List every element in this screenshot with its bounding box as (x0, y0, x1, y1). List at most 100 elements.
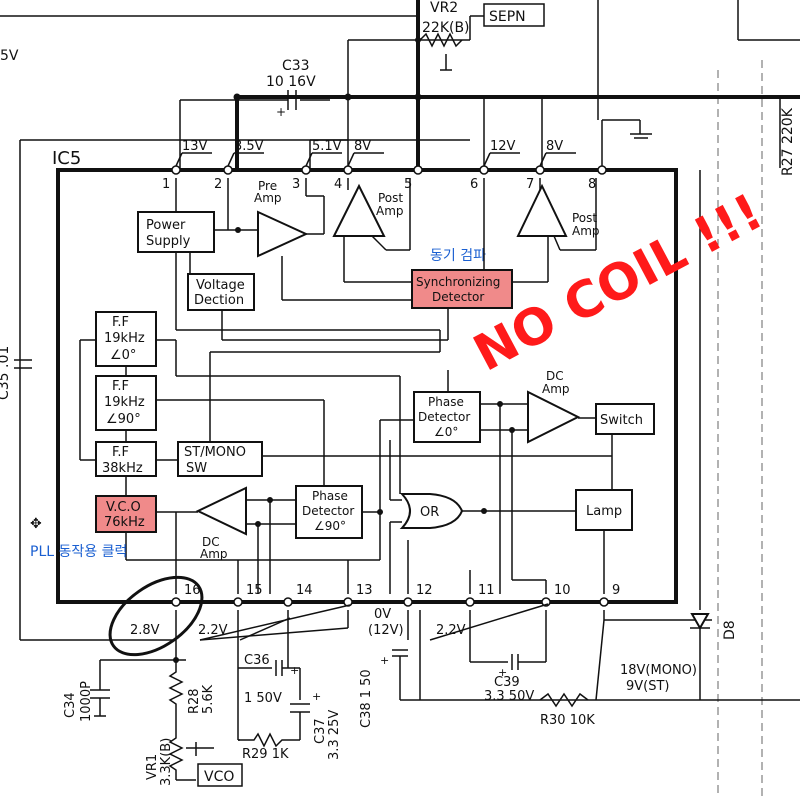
pin-number-11: 11 (478, 583, 495, 598)
pin-6 (479, 165, 489, 175)
svg-text:+: + (498, 666, 507, 679)
c38-label: C38 1 50 (359, 669, 374, 728)
r28-label: R285.6K (187, 684, 216, 714)
left-voltage-label: 5V (0, 48, 19, 64)
or-gate-block: OR (399, 493, 464, 529)
bottom-external-wiring (90, 170, 800, 781)
pin-number-3: 3 (292, 177, 300, 192)
switch-block: Switch (595, 403, 655, 435)
r30-label: R30 10K (540, 713, 595, 728)
voltage-arrows (199, 603, 549, 641)
sync-annotation: 동기 검파 (430, 248, 486, 264)
pin-number-7: 7 (526, 177, 534, 192)
c34-label: C341000P (63, 681, 94, 722)
pin-7 (535, 165, 545, 175)
ic5-label: IC5 (52, 148, 81, 169)
internal-wiring (79, 178, 613, 594)
svg-text:+: + (290, 664, 299, 677)
pin-number-13: 13 (356, 583, 373, 598)
pin-4 (343, 165, 353, 175)
pin-voltage-4: 8V (354, 139, 371, 154)
cursor-icon: ✥ (30, 516, 42, 532)
mono-st-label: 18V(MONO)9V(ST) (620, 663, 697, 694)
svg-text:Lamp: Lamp (586, 504, 622, 519)
pin-voltage-3: 5.1V (312, 139, 342, 154)
vr1-label: VR13.3K(B) (145, 738, 174, 786)
board-boundary (597, 0, 800, 797)
pin-number-1: 1 (162, 177, 170, 192)
r29-label: R29 1K (242, 747, 289, 762)
svg-text:+: + (276, 105, 286, 119)
pin-8 (597, 165, 607, 175)
pin-number-14: 14 (296, 583, 313, 598)
svg-text:+: + (380, 654, 389, 667)
pin15-voltage: 2.2V (198, 623, 228, 638)
pin-15 (233, 597, 243, 607)
pin12-voltage: 0V(12V) (368, 607, 404, 638)
pin16-voltage: 2.8V (130, 623, 160, 638)
pin-number-4: 4 (334, 177, 342, 192)
pin-9 (599, 597, 609, 607)
ic5-package (56, 168, 678, 604)
left-capacitor (14, 359, 32, 369)
pin-number-2: 2 (214, 177, 222, 192)
vco-testpoint-label: VCO (204, 769, 234, 785)
pin-voltage-2: 3.5V (234, 139, 264, 154)
pin-number-6: 6 (470, 177, 478, 192)
pin11-voltage: 2.2V (436, 623, 466, 638)
pin-5 (413, 165, 423, 175)
junction-dots (173, 37, 515, 663)
r27-label: R27 220K (780, 107, 796, 176)
bottom-cap-symbols: + + + + (290, 654, 507, 703)
pin-number-12: 12 (416, 583, 433, 598)
pin16-highlight-ellipse (108, 575, 204, 657)
c37-label: C373.3 25V (313, 710, 342, 760)
vco-testpoint-box (197, 763, 243, 787)
pin-12 (403, 597, 413, 607)
pin-3 (301, 165, 311, 175)
pin-number-8: 8 (588, 177, 596, 192)
pin-11 (465, 597, 475, 607)
pin-16 (171, 597, 181, 607)
pin-voltage-1: 13V (182, 139, 208, 154)
left-cap-label: C35 .01 (0, 346, 12, 400)
pin-voltage-7: 8V (546, 139, 563, 154)
svg-text:Switch: Switch (600, 413, 643, 428)
pin-number-5: 5 (404, 177, 412, 192)
pin-number-9: 9 (612, 583, 620, 598)
pin-number-15: 15 (246, 583, 263, 598)
